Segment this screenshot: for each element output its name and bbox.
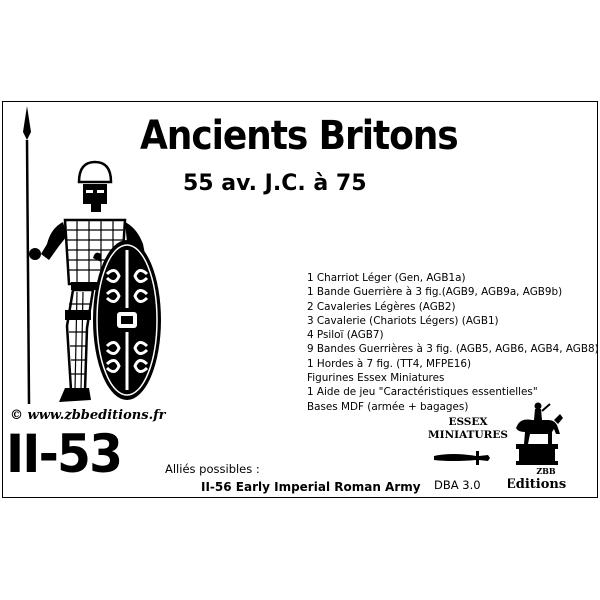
- zbb-editions-logo: ZBB Editions: [508, 402, 566, 492]
- army-title: Ancients Britons: [140, 113, 459, 159]
- equestrian-statue-icon: [516, 402, 563, 465]
- list-item: 1 Aide de jeu "Caractéristiques essentie…: [307, 386, 538, 399]
- zbb-logo-main: Editions: [508, 477, 566, 492]
- legs-icon: [59, 288, 95, 402]
- essex-logo-line1: ESSEX: [448, 416, 488, 428]
- product-code: II-53: [6, 424, 123, 485]
- sword-icon: [434, 451, 490, 465]
- dba-version: DBA 3.0: [434, 478, 481, 492]
- website-link[interactable]: © www.zbbeditions.fr: [10, 408, 166, 423]
- list-item: 9 Bandes Guerrières à 3 fig. (AGB5, AGB6…: [307, 343, 599, 356]
- list-item: 1 Charriot Léger (Gen, AGB1a): [307, 272, 466, 284]
- list-item: Figurines Essex Miniatures: [307, 372, 445, 385]
- essex-logo-line2: MINIATURES: [428, 429, 508, 441]
- essex-miniatures-logo: ESSEX MINIATURES: [416, 416, 520, 442]
- army-list: 1 Charriot Léger (Gen, AGB1a) 1 Bande Gu…: [307, 271, 599, 414]
- zbb-logo-top: ZBB: [536, 466, 556, 476]
- allies-value: II-56 Early Imperial Roman Army: [201, 480, 421, 494]
- helmet-icon: [77, 160, 113, 212]
- list-item: 2 Cavaleries Légères (AGB2): [307, 300, 456, 313]
- shield-icon: [93, 240, 161, 400]
- allies-label: Alliés possibles :: [165, 462, 260, 476]
- spear-icon: [23, 106, 31, 405]
- warrior-illustration: [23, 106, 161, 405]
- list-item: 1 Hordes à 7 fig. (TT4, MFPE16): [307, 357, 472, 370]
- list-item: 4 Psiloï (AGB7): [307, 329, 384, 342]
- date-range: 55 av. J.C. à 75: [183, 171, 367, 196]
- list-item: Bases MDF (armée + bagages): [307, 400, 469, 413]
- list-item: 3 Cavalerie (Chariots Légers) (AGB1): [307, 314, 499, 327]
- list-item: 1 Bande Guerrière à 3 fig.(AGB9, AGB9a, …: [307, 286, 563, 299]
